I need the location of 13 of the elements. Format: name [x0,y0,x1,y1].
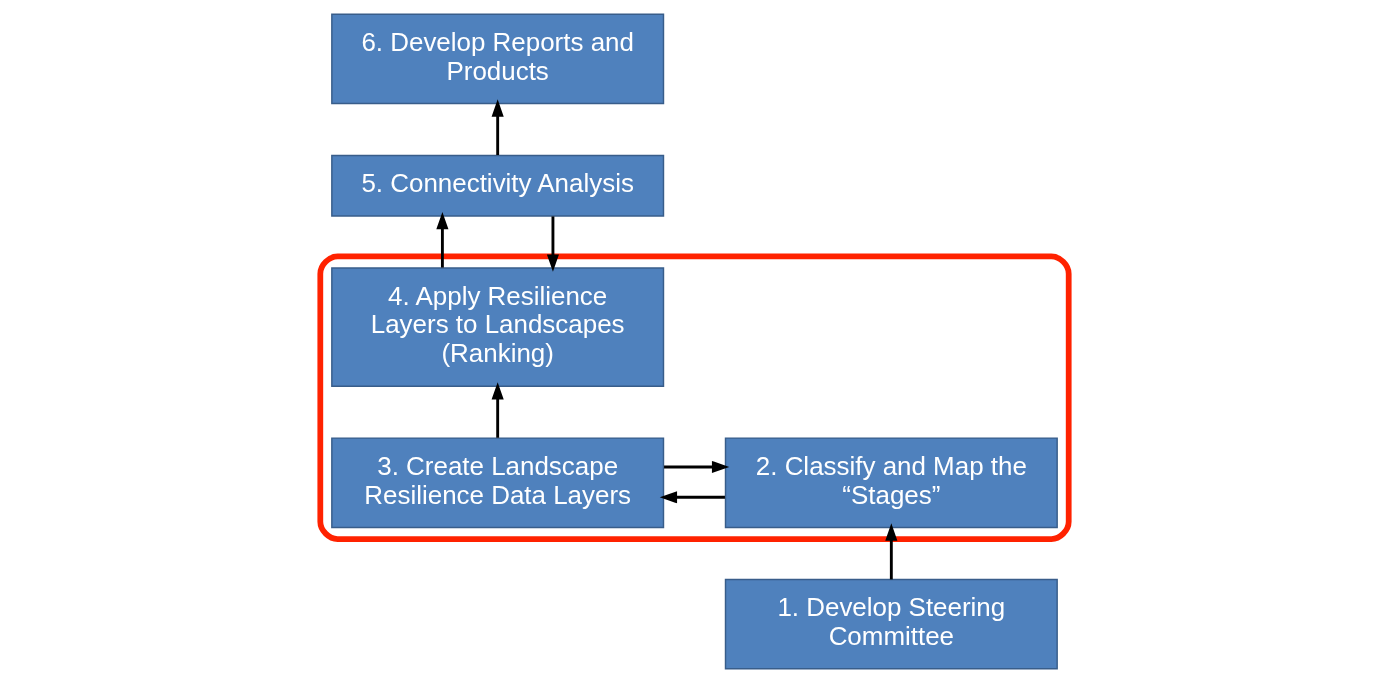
arrow [546,216,559,272]
arrow [436,211,449,268]
arrow [491,382,504,438]
node-box: 5. Connectivity Analysis [331,154,665,217]
node-box: 1. Develop Steering Committee [724,578,1058,670]
node-box: 4. Apply Resilience Layers to Landscapes (Ranking) [331,267,665,387]
node-box: 3. Create Landscape Resilience Data Layers [331,437,665,529]
arrow [659,491,725,504]
arrow [664,460,730,474]
arrow [885,523,898,580]
node-box: 2. Classify and Map the “Stages” [724,437,1058,529]
arrow [491,99,504,156]
node-box: 6. Develop Reports and Products [331,13,665,105]
